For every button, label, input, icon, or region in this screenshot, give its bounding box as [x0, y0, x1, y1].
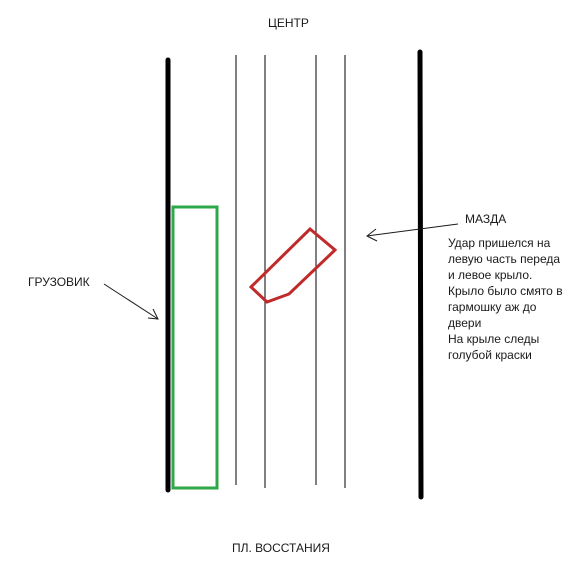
note-line: Крыло было смято в — [448, 284, 563, 298]
note-line: и левое крыло. — [448, 268, 533, 282]
note-line: гармошку аж до — [448, 300, 537, 314]
note-line: голубой краски — [448, 348, 532, 362]
truck-shape — [171, 205, 219, 490]
note-line: Удар пришелся на — [448, 236, 551, 250]
truck-arrowhead-icon — [147, 308, 159, 320]
note-line: левую часть переда — [448, 252, 561, 266]
road-right-edge — [417, 49, 424, 500]
mazda-shape — [248, 226, 338, 304]
direction-label-bottom: ПЛ. ВОССТАНИЯ — [232, 541, 330, 555]
truck-pointer-arrow — [103, 283, 159, 320]
truck-label: ГРУЗОВИК — [28, 275, 90, 289]
mazda-arrowhead-icon — [366, 228, 378, 242]
note-line: На крыле следы — [448, 332, 540, 346]
mazda-label: МАЗДА — [465, 212, 507, 226]
damage-note: Удар пришелся на левую часть переда и ле… — [448, 235, 580, 363]
mazda-pointer-arrow — [366, 223, 459, 237]
direction-label-top: ЦЕНТР — [268, 16, 309, 30]
note-line: двери — [448, 316, 482, 330]
